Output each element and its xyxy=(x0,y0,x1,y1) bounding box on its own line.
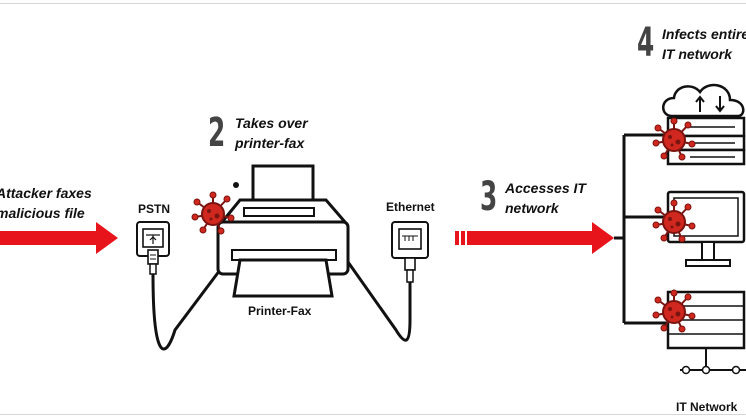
top-border xyxy=(0,3,746,4)
step-1-line-1: Attacker faxes xyxy=(0,185,92,201)
step-1-line-2: malicious file xyxy=(0,205,85,221)
printer-fax-icon xyxy=(216,164,350,298)
server-icon xyxy=(666,116,746,166)
step-4-line-1: Infects entire xyxy=(662,26,746,42)
step-4-number: 4 xyxy=(637,20,655,66)
bottom-border xyxy=(0,414,746,415)
ethernet-port-icon xyxy=(391,221,429,283)
ethernet-label: Ethernet xyxy=(386,200,435,214)
step-2-number: 2 xyxy=(208,110,226,156)
it-network-label: IT Network xyxy=(676,400,738,414)
incoming-arrow xyxy=(0,222,118,254)
step-3-line-2: network xyxy=(505,200,559,216)
cloud-sync-icon xyxy=(662,83,745,118)
step-4-line-2: IT network xyxy=(662,46,733,62)
step-3-number: 3 xyxy=(480,174,498,220)
printer-fax-label: Printer-Fax xyxy=(248,304,312,318)
step-3-line-1: Accesses IT xyxy=(505,180,586,196)
pstn-label: PSTN xyxy=(138,202,171,216)
network-trunk xyxy=(614,133,668,325)
step-2-line-2: printer-fax xyxy=(235,135,305,151)
step-2-line-1: Takes over xyxy=(235,115,308,131)
phone-jack-icon xyxy=(136,221,170,275)
network-arrow xyxy=(455,222,614,254)
